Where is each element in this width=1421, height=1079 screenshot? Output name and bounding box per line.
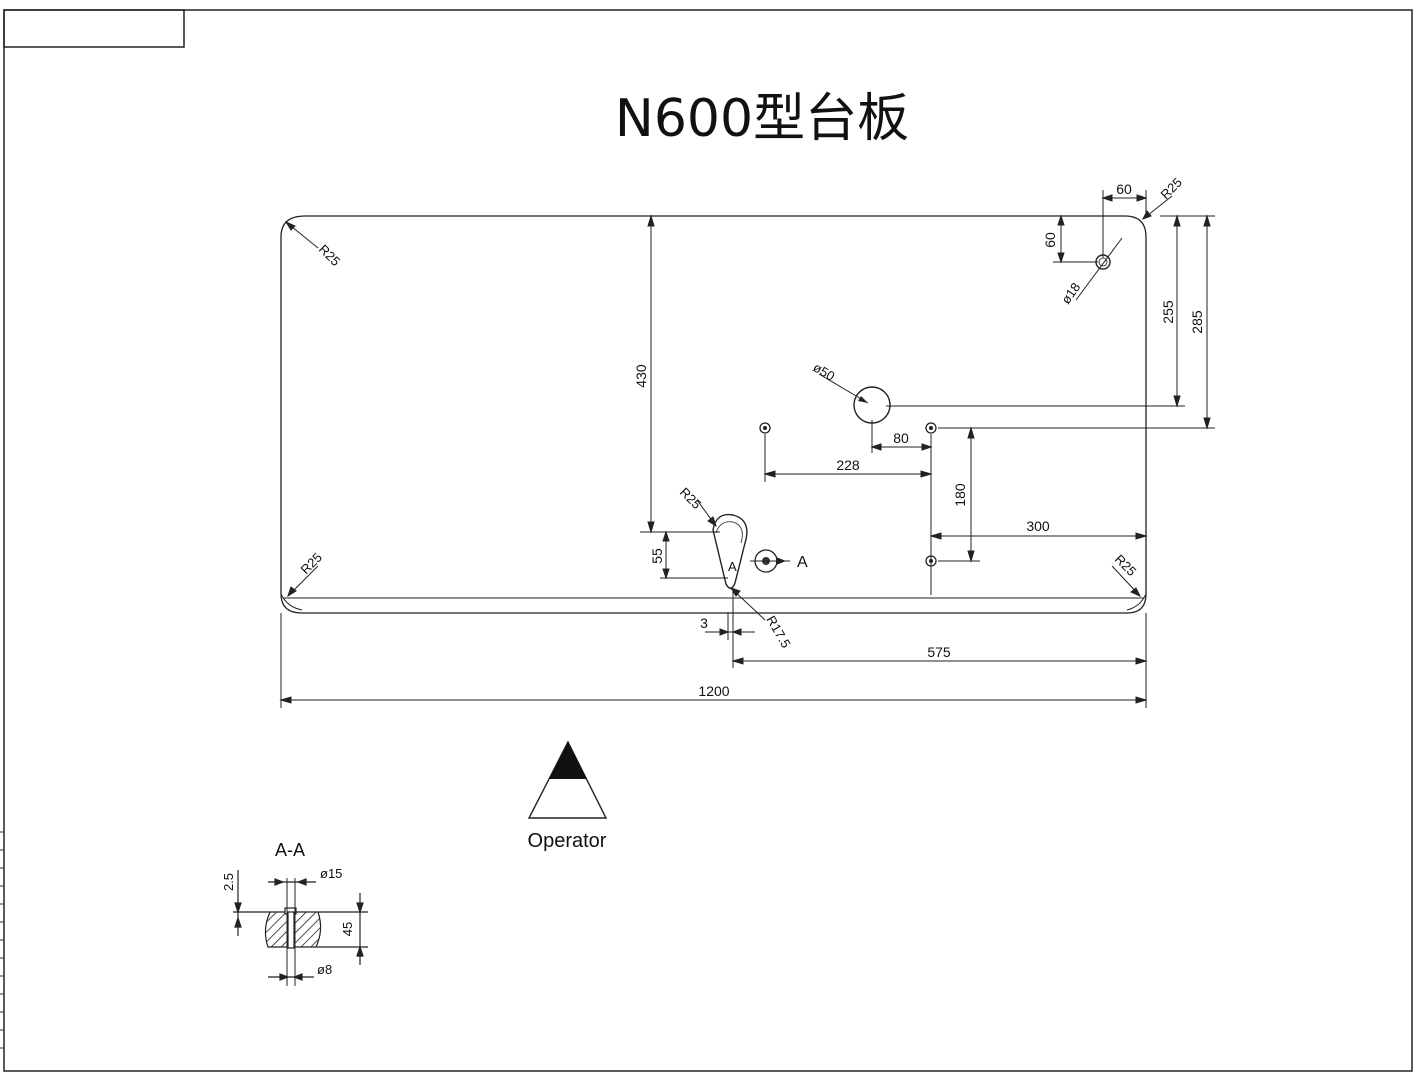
dimension-lines: [279, 190, 1215, 708]
section-a-hole: [750, 549, 790, 573]
dim-hole-spacing-horizontal: 228: [836, 457, 860, 473]
dim-slot-offset: 3: [700, 615, 708, 631]
dim-big-hole-from-top: 255: [1160, 300, 1176, 324]
corner-radius-top-left: R25: [316, 242, 343, 269]
section-through-hole-diameter: ø8: [317, 962, 332, 977]
needle-slot: [712, 513, 748, 589]
drawing-title: N600型台板: [615, 89, 909, 149]
section-view: [233, 870, 368, 986]
dim-small-hole-from-top: 60: [1042, 232, 1058, 248]
mounting-hole: [925, 422, 937, 434]
large-hole-diameter: ø50: [811, 360, 838, 384]
mounting-hole: [759, 422, 771, 434]
dim-big-hole-to-hole: 80: [893, 430, 909, 446]
title-tab: [3, 9, 185, 48]
dim-slot-depth: 430: [633, 364, 649, 388]
dim-hole-offset-right: 575: [927, 644, 951, 660]
corner-radius-top-right: R25: [1158, 175, 1185, 202]
dim-slot-length: 55: [649, 548, 665, 564]
operator-symbol: [527, 740, 608, 819]
corner-radius-bottom-right: R25: [1112, 552, 1139, 579]
dim-slot-radius-bottom: R17.5: [763, 613, 793, 651]
section-thickness: 45: [340, 922, 355, 936]
dim-overall-width: 1200: [698, 683, 729, 699]
dim-small-hole-from-right: 60: [1116, 181, 1132, 197]
dim-hole-to-right-edge: 300: [1026, 518, 1050, 534]
table-board-outline: [280, 215, 1147, 614]
corner-radius-bottom-left: R25: [298, 550, 325, 577]
section-counterbore-diameter: ø15: [320, 866, 342, 881]
section-marker-label: A: [797, 554, 808, 571]
section-counterbore-depth: 2.5: [221, 873, 236, 891]
corner-radius-leaders: [284, 195, 1173, 598]
section-view-title: A-A: [275, 840, 305, 860]
small-hole: [1075, 237, 1123, 301]
margin-ruler: [0, 831, 4, 1049]
section-marker-slot: A: [728, 559, 737, 574]
dim-hole-spacing-vertical: 180: [952, 483, 968, 507]
dim-hole-row-from-top: 285: [1189, 310, 1205, 334]
mounting-holes: [759, 422, 937, 567]
operator-label: Operator: [528, 830, 607, 852]
small-hole-diameter: ø18: [1058, 280, 1083, 307]
sheet-border: [3, 9, 1413, 1072]
dim-slot-radius-top: R25: [677, 485, 704, 512]
